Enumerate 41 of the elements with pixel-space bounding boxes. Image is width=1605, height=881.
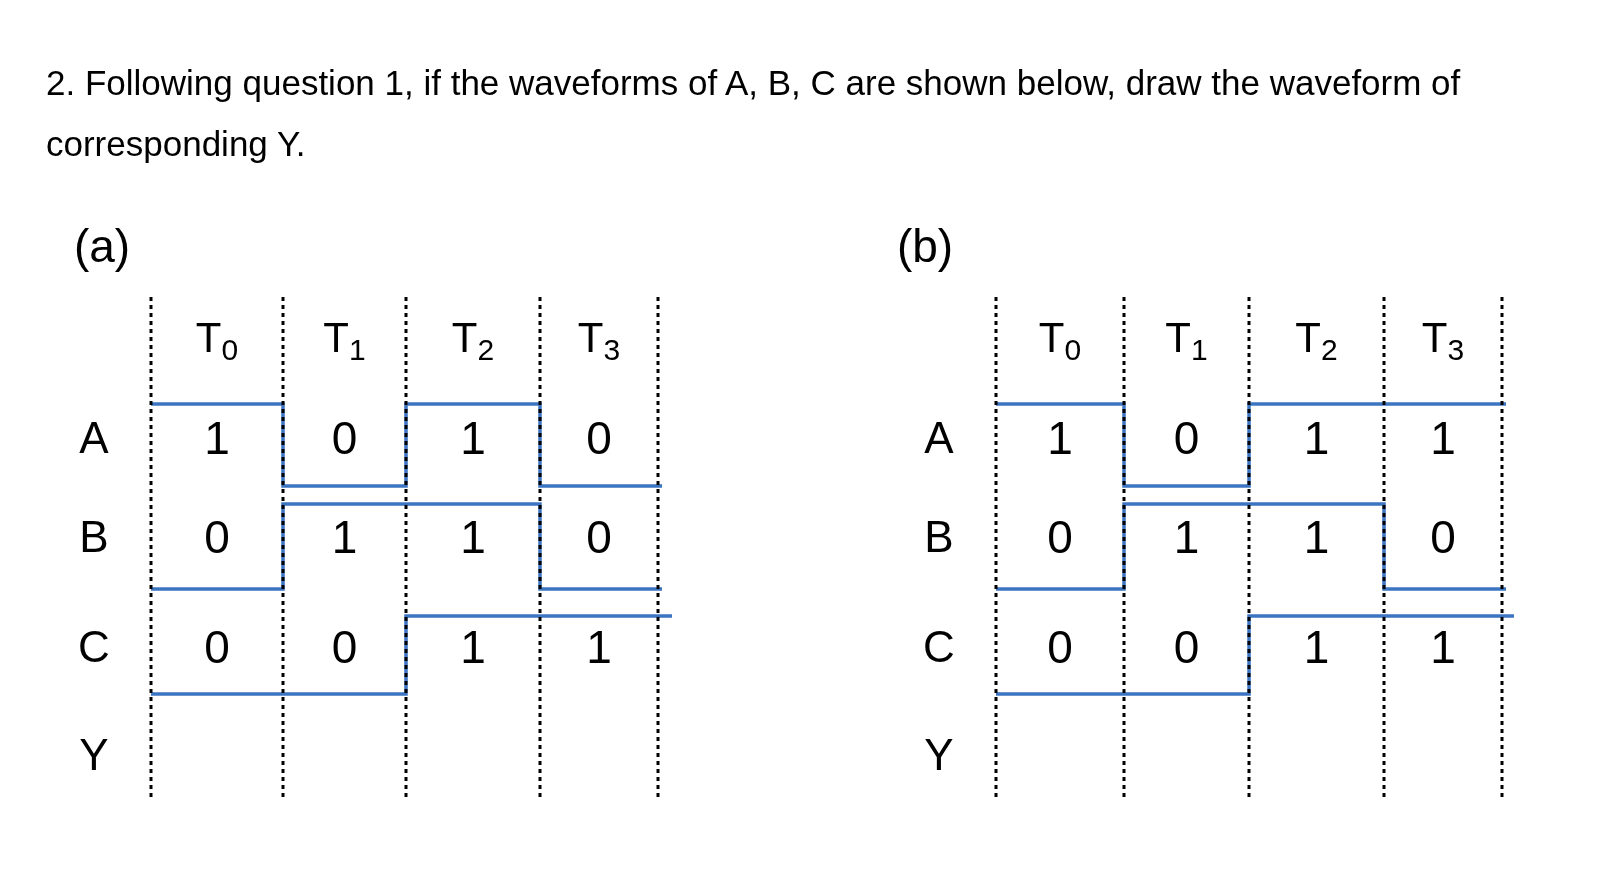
- logic-value: 1: [1303, 624, 1330, 670]
- logic-value: 0: [331, 624, 358, 670]
- logic-value: 0: [1173, 415, 1200, 461]
- signal-name: B: [79, 515, 109, 559]
- signal-name: Y: [924, 733, 954, 777]
- logic-value: 0: [204, 624, 230, 670]
- time-slot-label: T$_{0}$: [195, 317, 239, 359]
- signal-name: Y: [79, 733, 109, 777]
- logic-value: 0: [1047, 624, 1073, 670]
- time-slot-label: T$_{3}$: [1421, 317, 1465, 359]
- signal-name: B: [924, 515, 954, 559]
- signal-name: C: [78, 625, 110, 669]
- time-slot-label: T$_{1}$: [323, 317, 366, 359]
- time-slot-label: T$_{2}$: [451, 317, 495, 359]
- time-slot-label: T$_{0}$: [1038, 317, 1082, 359]
- time-slot-label: T$_{1}$: [1165, 317, 1208, 359]
- logic-value: 1: [331, 514, 358, 560]
- logic-value: 0: [1047, 514, 1073, 560]
- signal-name: C: [923, 625, 955, 669]
- logic-value: 1: [460, 514, 486, 560]
- logic-value: 1: [1173, 514, 1200, 560]
- time-slot-label: T$_{3}$: [577, 317, 621, 359]
- logic-value: 1: [460, 415, 486, 461]
- logic-value: 0: [586, 514, 612, 560]
- question-text: 2. Following question 1, if the waveforms of A, B, C are shown below, draw the waveform of corresponding Y.: [46, 62, 1462, 165]
- logic-value: 1: [1303, 514, 1330, 560]
- signal-name: A: [924, 416, 954, 460]
- logic-value: 1: [204, 415, 230, 461]
- logic-value: 0: [204, 514, 230, 560]
- logic-value: 1: [460, 624, 486, 670]
- logic-value: 0: [1430, 514, 1456, 560]
- logic-value: 1: [586, 624, 612, 670]
- logic-value: 0: [1173, 624, 1200, 670]
- logic-value: 0: [331, 415, 358, 461]
- logic-value: 0: [586, 415, 612, 461]
- logic-value: 1: [1430, 624, 1456, 670]
- logic-value: 1: [1047, 415, 1073, 461]
- signal-name: A: [79, 416, 109, 460]
- time-slot-label: T$_{2}$: [1295, 317, 1338, 359]
- logic-value: 1: [1430, 415, 1456, 461]
- logic-value: 1: [1303, 415, 1330, 461]
